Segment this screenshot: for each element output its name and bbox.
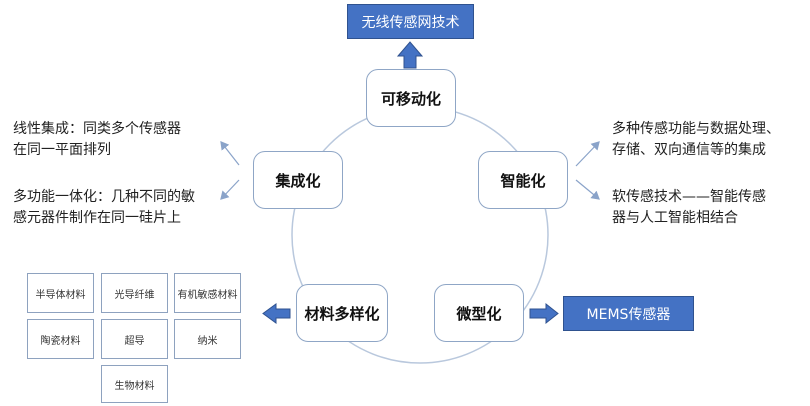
left-block-arrow xyxy=(262,303,291,324)
wireless-sensor-network-box: 无线传感网技术 xyxy=(347,4,474,39)
material-semiconductor: 半导体材料 xyxy=(27,273,94,313)
description-line: 器与人工智能相结合 xyxy=(612,210,738,226)
integration-multi-description: 多功能一体化：几种不同的敏 感元器件制作在同一硅片上 xyxy=(13,187,195,229)
material-ceramic: 陶瓷材料 xyxy=(27,319,94,359)
description-line: 多种传感功能与数据处理、 xyxy=(612,121,780,137)
up-block-arrow xyxy=(396,41,424,69)
right-block-arrow xyxy=(529,302,559,325)
material-superconductor: 超导 xyxy=(101,319,168,359)
description-line: 感元器件制作在同一硅片上 xyxy=(13,210,181,226)
mems-sensor-box: MEMS传感器 xyxy=(563,296,694,331)
description-line: 存储、双向通信等的集成 xyxy=(612,142,766,158)
description-line: 多功能一体化：几种不同的敏 xyxy=(13,189,195,205)
thin-arrow-smart-multi xyxy=(575,141,600,167)
description-line: 软传感技术——智能传感 xyxy=(612,189,766,205)
node-miniaturization: 微型化 xyxy=(434,284,524,342)
node-intelligence: 智能化 xyxy=(478,151,568,209)
description-line: 在同一平面排列 xyxy=(13,142,111,158)
node-material-diversity: 材料多样化 xyxy=(296,284,388,342)
material-organic-sensitive: 有机敏感材料 xyxy=(174,273,241,313)
node-integration: 集成化 xyxy=(253,151,343,209)
smart-soft-description: 软传感技术——智能传感 器与人工智能相结合 xyxy=(612,187,766,229)
smart-multi-description: 多种传感功能与数据处理、 存储、双向通信等的集成 xyxy=(612,119,780,161)
material-optical-fiber: 光导纤维 xyxy=(101,273,168,313)
node-mobility: 可移动化 xyxy=(366,69,456,127)
thin-arrow-integration-line xyxy=(220,141,240,166)
thin-arrow-smart-soft xyxy=(575,179,600,200)
thin-arrow-integration-multi xyxy=(220,179,240,200)
integration-line-description: 线性集成：同类多个传感器 在同一平面排列 xyxy=(13,119,181,161)
material-nano: 纳米 xyxy=(174,319,241,359)
material-biological: 生物材料 xyxy=(101,365,168,403)
description-line: 线性集成：同类多个传感器 xyxy=(13,121,181,137)
